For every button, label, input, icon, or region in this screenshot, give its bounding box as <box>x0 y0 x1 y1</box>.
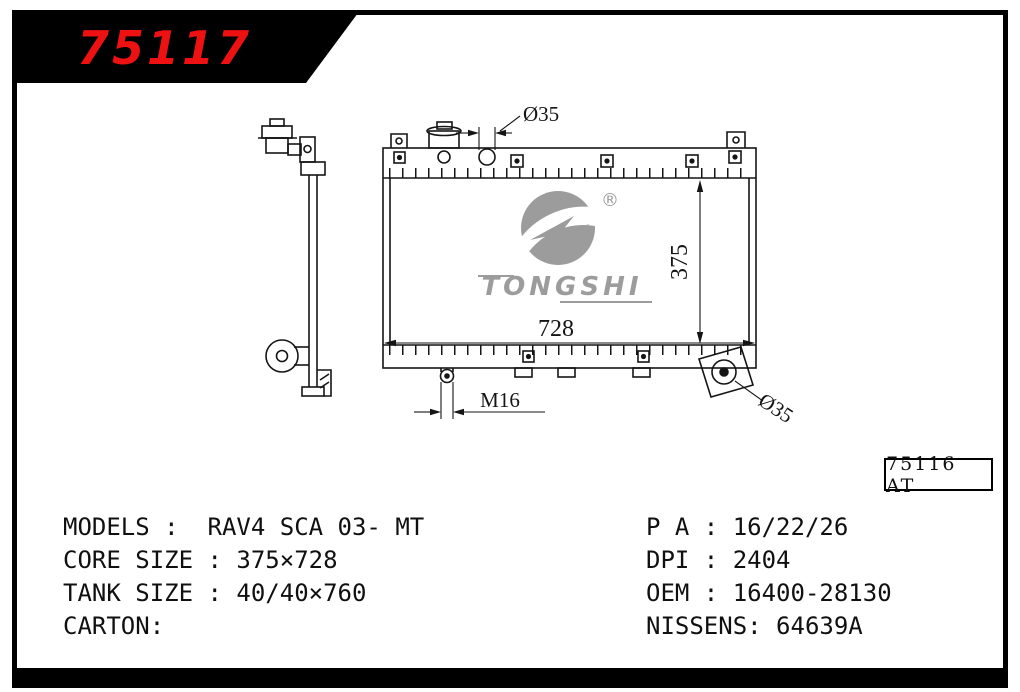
spec-line-oem: OEM : 16400-28130 <box>646 579 892 607</box>
dim-filler-diameter-label: Ø35 <box>523 102 559 126</box>
dim-outlet-diameter-label: Ø35 <box>754 388 797 428</box>
tongshi-watermark: ® TONGSHI <box>478 190 652 303</box>
spec-line-pa: P A : 16/22/26 <box>646 513 849 541</box>
dim-drain-thread-label: M16 <box>480 388 520 412</box>
spec-line-dpi: DPI : 2404 <box>646 546 791 574</box>
spec-line-core-size: CORE SIZE : 375×728 <box>63 546 338 574</box>
registered-mark: ® <box>601 190 619 211</box>
spec-line-nissens: NISSENS: 64639A <box>646 612 863 640</box>
dim-core-width-label: 728 <box>538 316 574 342</box>
radiator-side-view <box>258 118 332 397</box>
spec-line-carton: CARTON: <box>63 612 165 640</box>
reference-code-box: 75116 AT <box>884 453 993 497</box>
part-number: 75117 <box>77 21 253 75</box>
spec-column-right: P A : 16/22/26 DPI : 2404 OEM : 16400-28… <box>646 511 892 643</box>
radiator-front-view <box>382 121 757 398</box>
brand-name: TONGSHI <box>481 272 642 302</box>
dim-core-height-label: 375 <box>667 244 693 280</box>
spec-line-models: MODELS : RAV4 SCA 03- MT <box>63 513 425 541</box>
spec-line-tank-size: TANK SIZE : 40/40×760 <box>63 579 367 607</box>
reference-code: 75116 AT <box>886 452 957 497</box>
spec-column-left: MODELS : RAV4 SCA 03- MT CORE SIZE : 375… <box>63 511 424 643</box>
page-border-frame <box>12 10 1008 688</box>
part-number-banner: 75117 <box>17 13 358 83</box>
